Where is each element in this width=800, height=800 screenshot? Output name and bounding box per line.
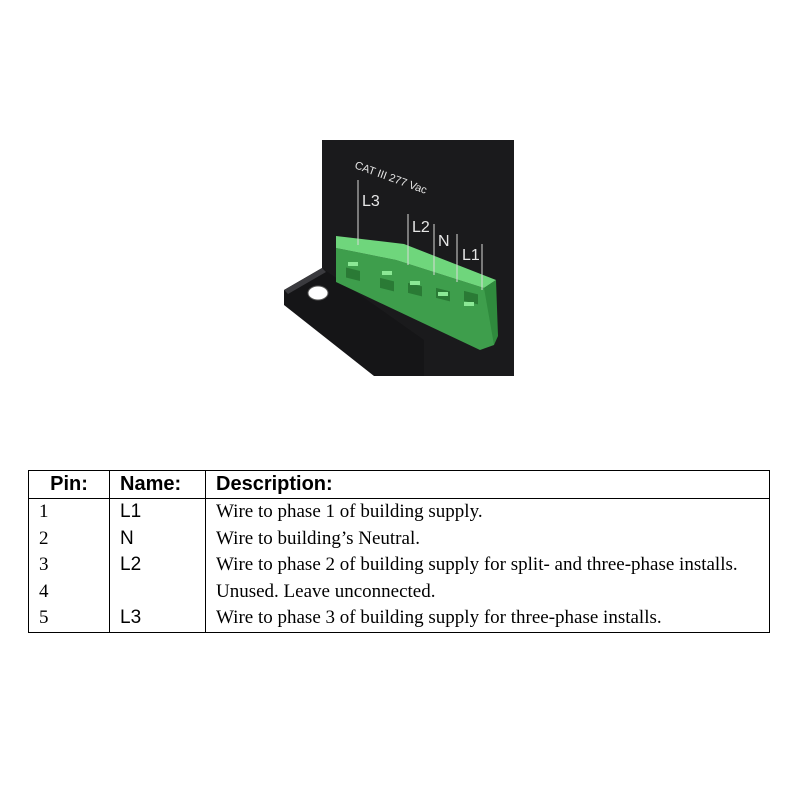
pin-cell: 4	[28, 578, 110, 605]
name-cell	[109, 578, 206, 605]
mounting-hole	[307, 285, 329, 301]
pin-cell: 3	[28, 552, 110, 579]
table-row: 2 N Wire to building’s Neutral.	[28, 525, 770, 552]
header-name: Name:	[109, 470, 206, 499]
label-l3: L3	[362, 193, 380, 210]
name-cell: N	[109, 525, 206, 552]
pin-cell: 5	[28, 605, 110, 632]
pin-cell: 2	[28, 525, 110, 552]
table-row: 3 L2 Wire to phase 2 of building supply …	[28, 552, 770, 579]
header-pin: Pin:	[28, 470, 110, 499]
green-terminal-block	[336, 236, 498, 350]
name-cell: L3	[109, 605, 206, 632]
connector-photo: CAT III 277 Vac L3 L2 N L1	[284, 140, 514, 376]
table-row: 1 L1 Wire to phase 1 of building supply.	[28, 498, 770, 526]
name-cell: L2	[109, 552, 206, 579]
pin-cell: 1	[28, 498, 110, 526]
label-l2: L2	[412, 219, 430, 236]
description-cell: Unused. Leave unconnected.	[216, 580, 436, 602]
description-cell: Wire to phase 3 of building supply for t…	[216, 607, 662, 628]
table-row: 5 L3 Wire to phase 3 of building supply …	[28, 605, 770, 632]
table-header-row: Pin: Name: Description:	[28, 470, 770, 499]
label-n: N	[438, 233, 450, 250]
name-cell: L1	[109, 498, 206, 526]
pinout-table: Pin: Name: Description: 1 L1 Wire to pha…	[28, 470, 770, 633]
header-description: Description:	[205, 470, 770, 499]
description-cell: Wire to building’s Neutral.	[216, 527, 420, 549]
table-row: 4 Unused. Leave unconnected.	[28, 578, 770, 605]
description-cell: Wire to phase 1 of building supply.	[216, 501, 483, 522]
label-l1: L1	[462, 247, 480, 264]
description-cell: Wire to phase 2 of building supply for s…	[216, 554, 738, 575]
terminal-block-illustration: CAT III 277 Vac L3 L2 N L1	[284, 140, 514, 376]
